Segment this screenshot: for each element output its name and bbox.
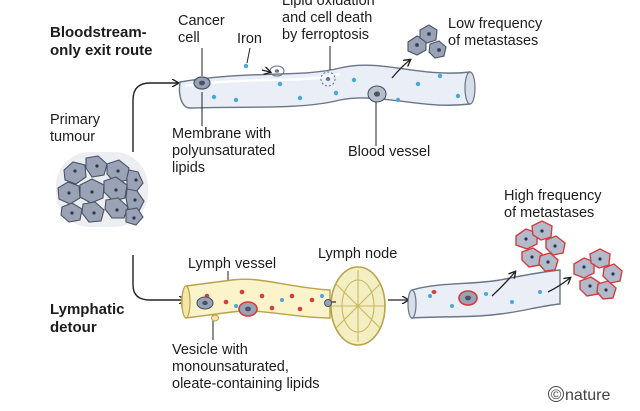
membrane-label: Membrane with polyunsaturated lipids	[172, 126, 276, 176]
blood-vessel-lower	[407, 269, 561, 319]
blood-vessel-label: Blood vessel	[348, 144, 431, 160]
lymphatic-detour-label: Lymphatic detour	[50, 301, 125, 336]
nature-credit: ©nature	[548, 386, 610, 405]
iron-particles-lymph	[234, 294, 324, 308]
low-frequency-label: Low frequency of metastases	[448, 16, 543, 49]
to-high-frequency-arrow-1	[491, 272, 515, 297]
lymph-node-label: Lymph node	[318, 246, 398, 262]
lipid-oxidation-label: Lipid oxidation and cell death by ferrop…	[282, 0, 375, 43]
lymph-node	[324, 266, 386, 346]
iron-particles	[211, 63, 461, 103]
bloodstream-route-arrow	[132, 83, 178, 152]
vesicle-label: Vesicle with monounsaturated, oleate-con…	[172, 342, 320, 392]
cancer-cell-in-vessel	[193, 76, 211, 90]
low-frequency-metastasis-cluster	[407, 24, 447, 59]
high-frequency-metastasis-cluster-2	[573, 248, 623, 300]
high-frequency-metastasis-cluster-1	[515, 220, 566, 272]
bloodstream-route-label: Bloodstream- only exit route	[50, 24, 153, 59]
primary-tumour-label: Primary tumour	[50, 112, 100, 145]
blood-vessel	[178, 63, 476, 109]
route-arrows	[132, 83, 185, 300]
lymph-vessel	[180, 278, 331, 322]
credit-text: nature	[565, 387, 611, 404]
to-low-frequency-arrow	[391, 60, 410, 79]
iron-label: Iron	[237, 31, 262, 47]
lymph-vessel-label: Lymph vessel	[188, 256, 277, 272]
cancer-cell-label: Cancer cell	[178, 13, 225, 46]
lymphatic-route-arrow	[132, 255, 185, 300]
callout-lines	[201, 46, 377, 340]
to-high-frequency-arrow-2	[547, 278, 570, 293]
copyright-symbol: ©	[548, 386, 564, 402]
high-frequency-label: High frequency of metastases	[504, 188, 602, 221]
oleate-particles	[204, 289, 315, 312]
primary-tumour-cluster	[56, 152, 148, 227]
